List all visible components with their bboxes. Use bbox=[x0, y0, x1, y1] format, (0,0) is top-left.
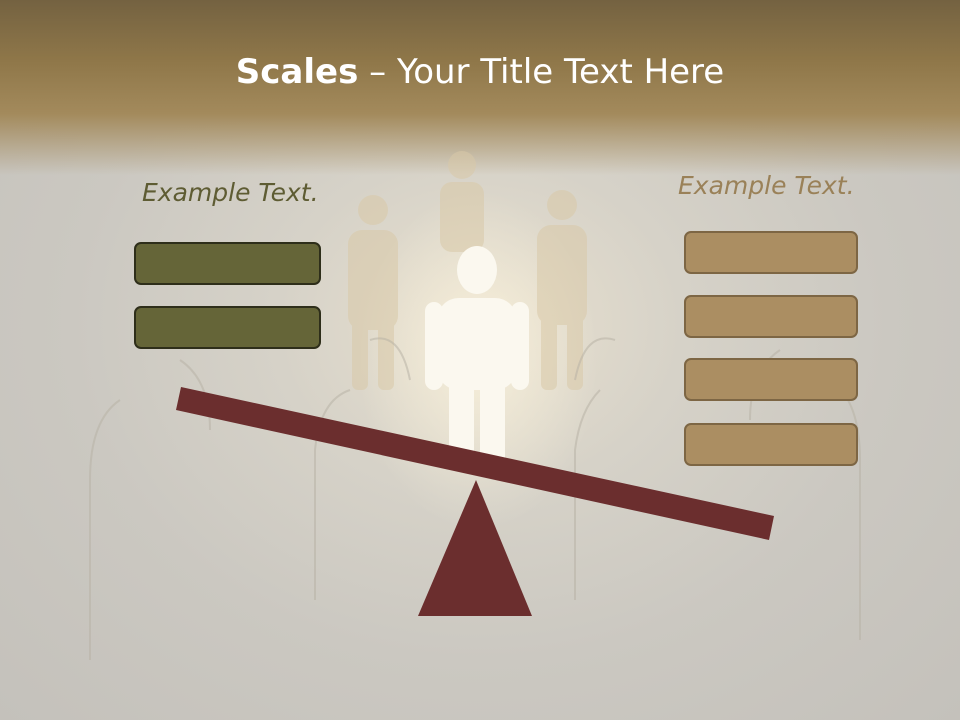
left-text-box-2[interactable] bbox=[134, 306, 321, 349]
title-band bbox=[0, 0, 960, 175]
right-example-text: Example Text. bbox=[678, 171, 855, 200]
right-text-box-3[interactable] bbox=[684, 358, 858, 401]
title-bold: Scales bbox=[235, 52, 359, 92]
scale-fulcrum bbox=[418, 480, 532, 616]
right-text-box-2[interactable] bbox=[684, 295, 858, 338]
slide-title: Scales – Your Title Text Here bbox=[0, 52, 960, 92]
right-text-box-4[interactable] bbox=[684, 423, 858, 466]
left-example-text: Example Text. bbox=[142, 178, 319, 207]
scale-beam bbox=[176, 387, 774, 540]
right-text-box-1[interactable] bbox=[684, 231, 858, 274]
white-person-icon bbox=[425, 246, 529, 470]
left-text-box-1[interactable] bbox=[134, 242, 321, 285]
title-rest: – Your Title Text Here bbox=[358, 52, 725, 92]
